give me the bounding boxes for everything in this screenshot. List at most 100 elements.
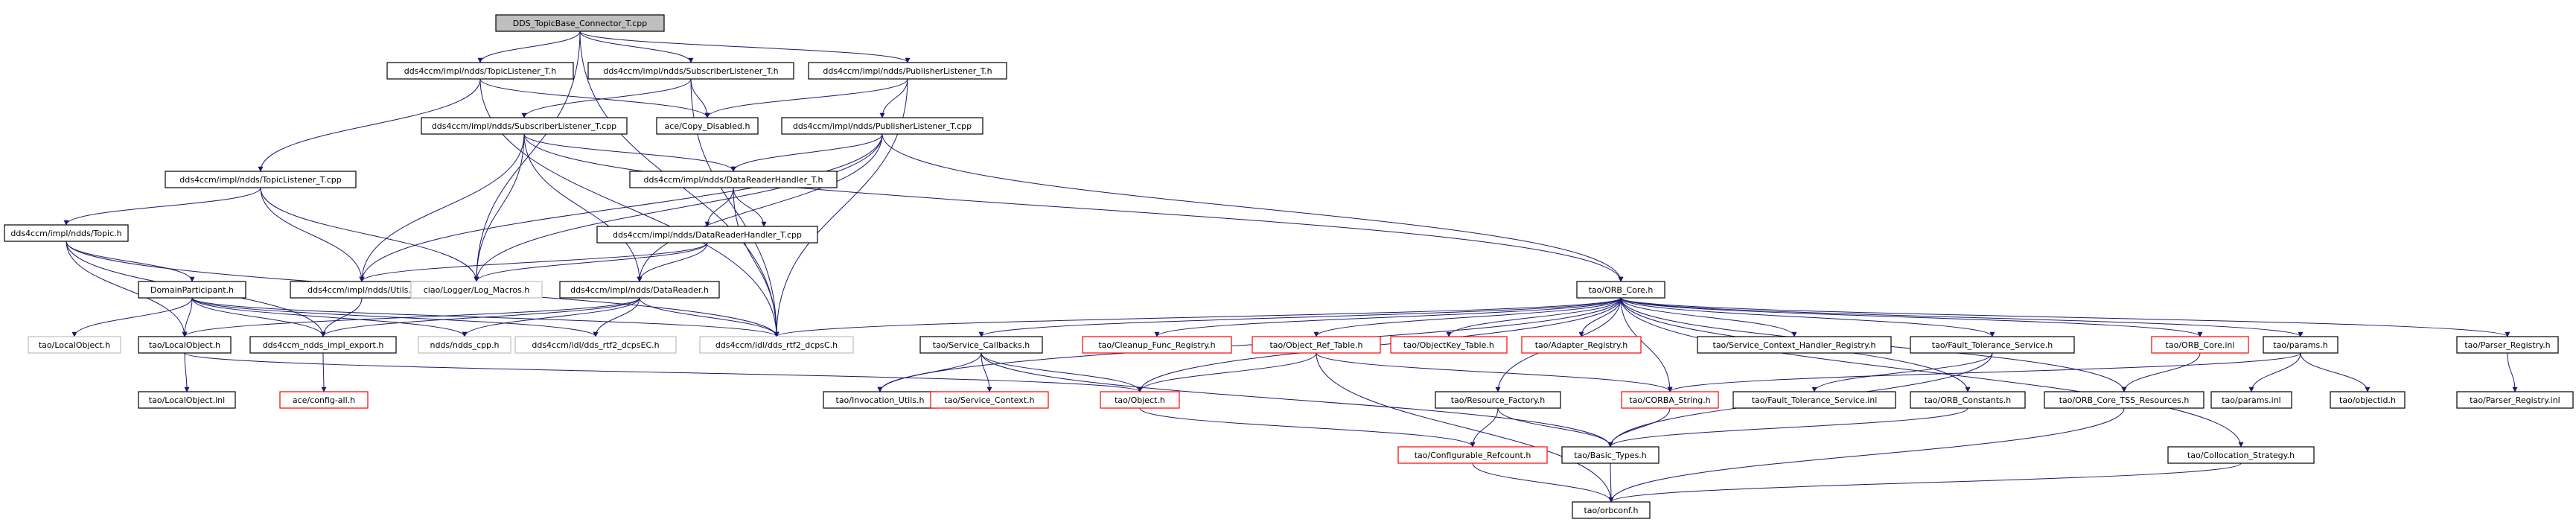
node-object_ref_table: tao/Object_Ref_Table.h — [1252, 336, 1381, 354]
node-label: dds4ccm/idl/dds_rtf2_dcpsEC.h — [532, 340, 659, 350]
node-fault_tolerance[interactable]: tao/Fault_Tolerance_Service.h — [1910, 336, 2075, 354]
node-orb_core[interactable]: tao/ORB_Core.h — [1576, 281, 1665, 299]
node-box — [1100, 391, 1180, 409]
edge-orb_core-to-service_callbacks — [978, 297, 1622, 337]
edge-subscriberlistener_h-to-copy_disabled — [690, 78, 710, 118]
node-label: dds4ccm/impl/ndds/Utils.h — [307, 285, 416, 295]
edge-root-to-subscriberlistener_h — [579, 31, 694, 63]
node-box — [138, 391, 236, 409]
node-box — [386, 62, 574, 80]
node-parser_registry_h[interactable]: tao/Parser_Registry.h — [2456, 336, 2559, 354]
node-tao_localobject_gray: tao/LocalObject.h — [28, 336, 121, 354]
node-svc_ctx_handler[interactable]: tao/Service_Context_Handler_Registry.h — [1697, 336, 1892, 354]
node-box — [1697, 336, 1892, 354]
node-orb_constants[interactable]: tao/ORB_Constants.h — [1910, 391, 2026, 409]
node-root[interactable]: DDS_TopicBase_Connector_T.cpp — [495, 14, 665, 32]
node-collocation_strategy[interactable]: tao/Collocation_Strategy.h — [2167, 446, 2315, 464]
node-label: dds4ccm/impl/ndds/TopicListener_T.cpp — [179, 175, 341, 185]
node-publisherlistener_h[interactable]: dds4ccm/impl/ndds/PublisherListener_T.h — [808, 62, 1007, 80]
node-label: tao/Object.h — [1115, 395, 1165, 405]
node-label: tao/Adapter_Registry.h — [1535, 340, 1628, 350]
node-box — [1910, 336, 2075, 354]
node-service_context: tao/Service_Context.h — [930, 391, 1049, 409]
node-box — [495, 14, 665, 32]
node-params_inl[interactable]: tao/params.inl — [2210, 391, 2292, 409]
node-publisherlistener_cpp[interactable]: dds4ccm/impl/ndds/PublisherListener_T.cp… — [781, 117, 983, 135]
edge-domainparticipant-to-tao_localobject_gray — [71, 297, 193, 337]
edge-configurable_refcount-to-orbconf — [1472, 462, 1614, 503]
node-label: tao/ORB_Constants.h — [1925, 395, 2012, 405]
edge-subscriberlistener_cpp-to-datareaderhandler_h — [523, 133, 736, 172]
node-invocation_utils[interactable]: tao/Invocation_Utils.h — [823, 391, 937, 409]
edge-service_callbacks-to-invocation_utils — [877, 352, 982, 392]
node-datareaderhandler_cpp[interactable]: dds4ccm/impl/ndds/DataReaderHandler_T.cp… — [596, 226, 818, 244]
edge-topiclistener_cpp-to-log_macros — [260, 187, 479, 282]
node-label: tao/Service_Context.h — [944, 395, 1034, 405]
node-label: tao/ORB_Core.inl — [2166, 340, 2235, 350]
node-box — [699, 336, 854, 354]
node-orbconf[interactable]: tao/orbconf.h — [1572, 501, 1651, 519]
node-label: tao/LocalObject.inl — [149, 395, 225, 405]
edge-subscriberlistener_cpp-to-utils_h — [359, 133, 525, 282]
edge-datareaderhandler_h-to-datareaderhandler_cpp — [704, 187, 734, 227]
edge-datareaderhandler_cpp-to-datareader_h — [637, 242, 708, 282]
node-datareaderhandler_h[interactable]: dds4ccm/impl/ndds/DataReaderHandler_T.h — [629, 171, 838, 188]
node-copy_disabled[interactable]: ace/Copy_Disabled.h — [656, 117, 759, 135]
node-topiclistener_h[interactable]: dds4ccm/impl/ndds/TopicListener_T.h — [386, 62, 574, 80]
node-box — [279, 391, 369, 409]
edge-orb_constants-to-basic_types — [1607, 407, 1968, 448]
node-topic_h[interactable]: dds4ccm/impl/ndds/Topic.h — [4, 224, 129, 242]
node-box — [2151, 336, 2249, 354]
edge-service_callbacks-to-service_context — [981, 352, 992, 392]
node-datareader_h[interactable]: dds4ccm/impl/ndds/DataReader.h — [559, 281, 720, 299]
node-fault_tolerance_inl[interactable]: tao/Fault_Tolerance_Service.inl — [1732, 391, 1896, 409]
node-box — [165, 171, 357, 188]
edge-resource_factory-to-basic_types — [1497, 407, 1613, 448]
edge-datareader_h-to-impl_export — [320, 297, 640, 337]
node-box — [2167, 446, 2315, 464]
node-box — [249, 336, 397, 354]
node-label: tao/Service_Context_Handler_Registry.h — [1713, 340, 1876, 350]
edge-orb_core-to-dcpsc — [774, 297, 1622, 337]
node-label: tao/Fault_Tolerance_Service.inl — [1752, 395, 1878, 405]
node-params_h[interactable]: tao/params.h — [2263, 336, 2339, 354]
node-utils_h[interactable]: dds4ccm/impl/ndds/Utils.h — [290, 281, 434, 299]
edge-impl_export-to-config_all — [321, 352, 327, 392]
edge-collocation_strategy-to-orbconf — [1608, 462, 2242, 503]
node-label: tao/ORB_Core.h — [1589, 285, 1654, 295]
node-label: dds4ccm/impl/ndds/Topic.h — [10, 229, 121, 238]
node-box — [919, 336, 1043, 354]
node-label: tao/Invocation_Utils.h — [836, 395, 925, 405]
edge-orb_core_inl-to-tss_resources — [2121, 352, 2201, 392]
edge-orb_core-to-corba_string — [1620, 297, 1673, 392]
node-tss_resources[interactable]: tao/ORB_Core_TSS_Resources.h — [2044, 391, 2204, 409]
node-label: tao/Configurable_Refcount.h — [1415, 451, 1531, 460]
node-box — [1082, 336, 1232, 354]
node-subscriberlistener_cpp[interactable]: dds4ccm/impl/ndds/SubscriberListener_T.c… — [421, 117, 628, 135]
node-label: tao/Basic_Types.h — [1574, 451, 1647, 460]
node-box — [587, 62, 794, 80]
node-basic_types[interactable]: tao/Basic_Types.h — [1561, 446, 1660, 464]
node-localobject_inl[interactable]: tao/LocalObject.inl — [138, 391, 236, 409]
node-box — [2456, 336, 2559, 354]
edge-datareader_h-to-tao_localobject — [182, 297, 640, 337]
node-box — [808, 62, 1007, 80]
node-objectid_h[interactable]: tao/objectid.h — [2330, 391, 2406, 409]
node-topiclistener_cpp[interactable]: dds4ccm/impl/ndds/TopicListener_T.cpp — [165, 171, 357, 188]
node-objectkey_table: tao/ObjectKey_Table.h — [1390, 336, 1508, 354]
node-resource_factory[interactable]: tao/Resource_Factory.h — [1435, 391, 1561, 409]
node-box — [1572, 501, 1651, 519]
edge-subscriberlistener_h-to-subscriberlistener_cpp — [521, 78, 692, 118]
node-domainparticipant[interactable]: DomainParticipant.h — [138, 281, 246, 299]
edge-tss_resources-to-orbconf — [1608, 407, 2125, 503]
edge-params_h-to-objectid_h — [2300, 352, 2371, 392]
edge-datareader_h-to-dcpsec — [593, 297, 640, 337]
node-service_callbacks[interactable]: tao/Service_Callbacks.h — [919, 336, 1043, 354]
node-parser_registry_inl[interactable]: tao/Parser_Registry.inl — [2456, 391, 2574, 409]
node-tao_localobject[interactable]: tao/LocalObject.h — [138, 336, 232, 354]
node-label: tao/ORB_Core_TSS_Resources.h — [2059, 395, 2190, 405]
node-subscriberlistener_h[interactable]: dds4ccm/impl/ndds/SubscriberListener_T.h — [587, 62, 794, 80]
node-ndds_cpp: ndds/ndds_cpp.h — [418, 336, 511, 354]
node-box — [138, 281, 246, 299]
node-impl_export[interactable]: dds4ccm_ndds_impl_export.h — [249, 336, 397, 354]
